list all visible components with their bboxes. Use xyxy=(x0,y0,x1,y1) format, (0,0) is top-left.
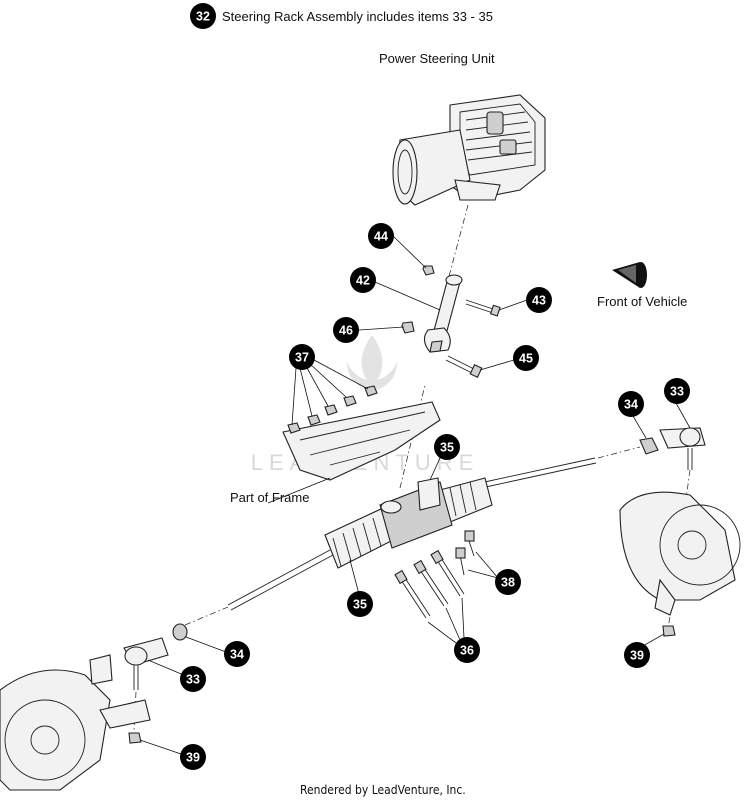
callout-43-circle xyxy=(526,287,552,313)
nut-44 xyxy=(422,265,435,276)
header-note: Steering Rack Assembly includes items 33… xyxy=(222,9,493,24)
callout-43: 43 xyxy=(526,287,552,313)
callout-34-right: 34 xyxy=(618,391,644,417)
callout-36-number: 36 xyxy=(460,644,474,658)
steering-shaft xyxy=(423,274,463,353)
callout-35-top: 35 xyxy=(434,434,460,460)
callout-33-right-number: 33 xyxy=(670,385,684,399)
callout-35-bottom: 35 xyxy=(347,591,373,617)
mount-nuts-37 xyxy=(287,385,378,434)
callout-33-left-circle xyxy=(180,666,206,692)
callout-badges: 32 44 42 43 46 45 37 34 33 35 38 35 36 34 33 39 39 xyxy=(180,3,690,770)
callout-45-circle xyxy=(513,345,539,371)
callout-38: 38 xyxy=(495,569,521,595)
bolt-45 xyxy=(445,355,483,378)
callout-34-left: 34 xyxy=(224,641,250,667)
frame-drawing xyxy=(282,401,441,481)
callout-44-number: 44 xyxy=(374,230,388,244)
part-of-frame-label: Part of Frame xyxy=(230,490,309,505)
callout-38-circle xyxy=(495,569,521,595)
callout-46-number: 46 xyxy=(339,324,353,338)
bolts-36 xyxy=(394,549,465,619)
callout-39-left-number: 39 xyxy=(186,751,200,765)
callout-37-number: 37 xyxy=(295,351,309,365)
spindle-right xyxy=(619,491,741,637)
steering-rack xyxy=(227,457,597,611)
callout-36: 36 xyxy=(454,637,480,663)
power-steering-unit-label: Power Steering Unit xyxy=(379,51,495,66)
callout-37: 37 xyxy=(289,344,315,370)
callout-39-right-circle xyxy=(624,642,650,668)
callout-35-top-number: 35 xyxy=(440,441,454,455)
callout-37-circle xyxy=(289,344,315,370)
callout-46: 46 xyxy=(333,317,359,343)
callout-45-number: 45 xyxy=(519,352,533,366)
bolt-43 xyxy=(465,299,501,317)
callout-44-circle xyxy=(368,223,394,249)
callout-36-circle xyxy=(454,637,480,663)
front-of-vehicle-label: Front of Vehicle xyxy=(597,294,687,309)
callout-33-right: 33 xyxy=(664,378,690,404)
nut-46 xyxy=(401,321,415,334)
callout-45: 45 xyxy=(513,345,539,371)
power-steering-unit-drawing xyxy=(392,94,546,206)
callout-39-right-number: 39 xyxy=(630,649,644,663)
callout-38-number: 38 xyxy=(501,576,515,590)
callout-34-right-number: 34 xyxy=(624,398,638,412)
callout-32: 32 xyxy=(190,3,216,29)
callout-35-top-circle xyxy=(434,434,460,460)
callout-34-right-circle xyxy=(618,391,644,417)
callout-39-left-circle xyxy=(180,744,206,770)
callout-33-left-number: 33 xyxy=(186,673,200,687)
footer-credit: Rendered by LeadVenture, Inc. xyxy=(300,783,466,797)
callout-39-right: 39 xyxy=(624,642,650,668)
callout-39-left: 39 xyxy=(180,744,206,770)
callout-35-bottom-circle xyxy=(347,591,373,617)
callout-42-number: 42 xyxy=(356,274,370,288)
callout-44: 44 xyxy=(368,223,394,249)
callout-35-bottom-number: 35 xyxy=(353,598,367,612)
callout-33-right-circle xyxy=(664,378,690,404)
callout-34-left-number: 34 xyxy=(230,648,244,662)
callout-42-circle xyxy=(350,267,376,293)
callout-33-left: 33 xyxy=(180,666,206,692)
callout-32-circle xyxy=(190,3,216,29)
spindle-left xyxy=(0,654,151,791)
leader-lines xyxy=(139,235,691,755)
callout-32-number: 32 xyxy=(196,10,210,24)
callout-34-left-circle xyxy=(224,641,250,667)
bolts-38 xyxy=(455,530,475,576)
tie-rod-end-right xyxy=(597,427,706,631)
callout-42: 42 xyxy=(350,267,376,293)
callout-43-number: 43 xyxy=(532,294,546,308)
front-of-vehicle-arrow-icon xyxy=(612,262,647,288)
callout-46-circle xyxy=(333,317,359,343)
